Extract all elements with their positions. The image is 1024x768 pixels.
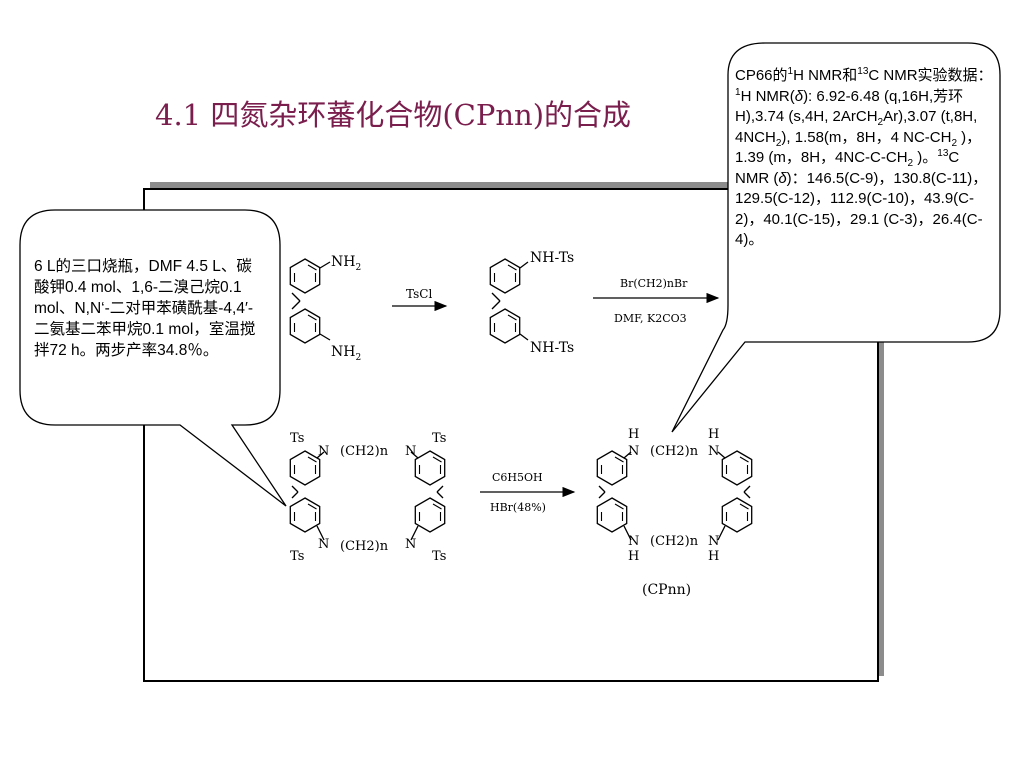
n-label: N (708, 534, 719, 549)
n-label: N (318, 444, 329, 459)
chain-label: (CH2)n (340, 539, 389, 554)
ts-label: Ts (290, 549, 304, 564)
intermediate-top-group: NH-Ts (530, 250, 574, 266)
ts-label: Ts (432, 431, 446, 446)
step2-reagent-top: Br(CH2)nBr (620, 277, 688, 290)
step2-reagent-bottom: DMF, K2CO3 (614, 312, 687, 325)
n-label: N (318, 537, 329, 552)
chain-label: (CH2)n (650, 534, 699, 549)
reactant-bottom-amine: NH2 (331, 344, 361, 363)
h-label: H (628, 427, 639, 442)
right-callout-bubble (671, 42, 1001, 433)
reactant-top-amine: NH2 (331, 254, 361, 273)
product-macrocycle: H N (CH2)n H N N (CH2)n N H H (CPnn) (596, 427, 753, 598)
n-label: N (628, 534, 639, 549)
chain-label: (CH2)n (340, 444, 389, 459)
right-callout-text: CP66的1H NMR和13C NMR实验数据：1H NMR(δ): 6.92-… (735, 66, 993, 249)
chain-label: (CH2)n (650, 444, 699, 459)
ts-label: Ts (290, 431, 304, 446)
n-label: N (405, 444, 416, 459)
intermediate-bottom-group: NH-Ts (530, 340, 574, 356)
left-callout-text: 6 L的三口烧瓶，DMF 4.5 L、碳酸钾0.4 mol、1,6-二溴己烷0.… (34, 258, 256, 359)
ts-label: Ts (432, 549, 446, 564)
h-label: H (708, 427, 719, 442)
step1-reagent: TsCl (406, 287, 432, 301)
reactant-molecule: NH2 NH2 (289, 254, 361, 363)
n-label: N (628, 444, 639, 459)
step3-reagent-top: C6H5OH (492, 471, 543, 484)
slide-title: 4.1 四氮杂环蕃化合物(CPnn)的合成 (155, 98, 632, 132)
protected-macrocycle: Ts N (CH2)n N Ts Ts N (CH2)n N Ts (289, 431, 446, 564)
intermediate-molecule: NH-Ts NH-Ts (489, 250, 574, 356)
h-label: H (628, 549, 639, 564)
left-callout-bubble (19, 209, 287, 507)
n-label: N (405, 537, 416, 552)
product-name: (CPnn) (642, 582, 691, 598)
step3-reagent-bottom: HBr(48%) (490, 501, 546, 514)
n-label: N (708, 444, 719, 459)
h-label: H (708, 549, 719, 564)
